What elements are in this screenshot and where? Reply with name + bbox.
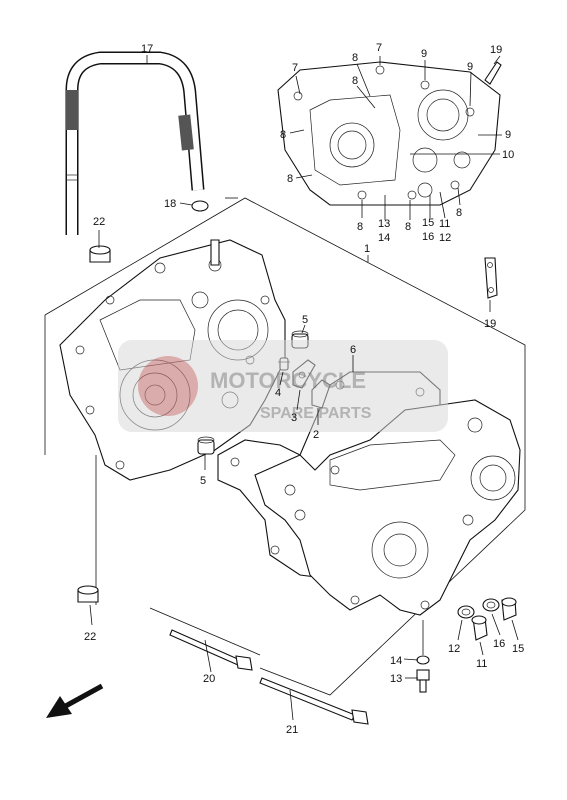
callout-8-left-a: 8 — [280, 129, 286, 141]
oil-seal[interactable] — [482, 598, 500, 612]
callout-7-left: 7 — [292, 62, 298, 74]
callout-15-lower: 15 — [512, 643, 524, 655]
assembly-frame — [44, 197, 526, 696]
callout-3: 3 — [291, 412, 297, 424]
callout-8-bottom-a: 8 — [357, 221, 363, 233]
left-crankcase-stud[interactable] — [210, 239, 220, 266]
callout-7-top: 7 — [376, 42, 382, 54]
callout-5-upper: 5 — [302, 314, 308, 326]
callout-11-upper: 11 — [439, 218, 450, 230]
callout-5-lower: 5 — [200, 475, 206, 487]
callout-9-side: 9 — [505, 129, 511, 141]
callout-10: 10 — [502, 149, 514, 161]
front-direction-arrow — [46, 683, 104, 718]
callout-4: 4 — [275, 387, 281, 399]
callout-9-top: 9 — [421, 48, 427, 60]
callout-11-lower: 11 — [476, 658, 487, 670]
callout-1: 1 — [364, 243, 370, 255]
watermark: MOTORCYCLE SPARE PARTS — [118, 340, 448, 432]
callout-6: 6 — [350, 344, 356, 356]
callout-14-upper: 14 — [378, 232, 390, 244]
hose-bracket[interactable] — [484, 257, 498, 299]
callout-19-lower: 19 — [484, 318, 496, 330]
callout-15-upper: 15 — [422, 217, 434, 229]
callout-13-lower: 13 — [390, 673, 402, 685]
callout-21: 21 — [286, 724, 298, 736]
leader-lines — [89, 55, 519, 721]
callout-8-left-b: 8 — [287, 173, 293, 185]
callout-14-lower: 14 — [390, 655, 402, 667]
drain-washer[interactable] — [416, 655, 430, 665]
right-crankcase-half[interactable] — [254, 399, 521, 616]
drain-bolt[interactable] — [416, 669, 430, 693]
callout-22-lower: 22 — [84, 631, 96, 643]
callout-18: 18 — [164, 198, 176, 210]
callout-8-top-a: 8 — [352, 52, 358, 64]
callout-9-right: 9 — [467, 61, 473, 73]
dowel-pin-lower[interactable] — [197, 436, 215, 455]
watermark-line2: SPARE PARTS — [260, 405, 372, 422]
callout-19-upper: 19 — [490, 44, 502, 56]
callout-17: 17 — [141, 43, 153, 55]
callout-12-upper: 12 — [439, 232, 451, 244]
crankcase-bolt-medium[interactable] — [169, 629, 253, 671]
hose-clamp-washer[interactable] — [191, 200, 209, 212]
callout-2: 2 — [313, 429, 319, 441]
callout-8-bottom-c: 8 — [456, 207, 462, 219]
callout-13-upper: 13 — [378, 218, 390, 230]
cap-nut-lower[interactable] — [77, 585, 99, 603]
crankcase-half-detail[interactable] — [277, 61, 501, 206]
callout-labels: 17 18 22 1 19 5 6 4 3 2 5 22 20 21 14 13… — [84, 42, 524, 736]
drain-plug[interactable] — [471, 615, 488, 641]
cap-nut-upper[interactable] — [89, 245, 111, 263]
drain-plug-gasket[interactable] — [457, 605, 475, 619]
oil-check-bolt[interactable] — [501, 597, 517, 621]
watermark-line1: MOTORCYCLE — [210, 368, 366, 393]
crankcase-bolt-long[interactable] — [259, 677, 369, 725]
callout-16-lower: 16 — [493, 638, 505, 650]
callout-22-upper: 22 — [93, 216, 105, 228]
callout-16-upper: 16 — [422, 231, 434, 243]
callout-12-lower: 12 — [448, 643, 460, 655]
callout-8-bottom-b: 8 — [405, 221, 411, 233]
breather-hose[interactable] — [65, 51, 205, 235]
callout-20: 20 — [203, 673, 215, 685]
hose-bracket-upper[interactable] — [484, 61, 502, 85]
callout-8-top-b: 8 — [352, 75, 358, 87]
